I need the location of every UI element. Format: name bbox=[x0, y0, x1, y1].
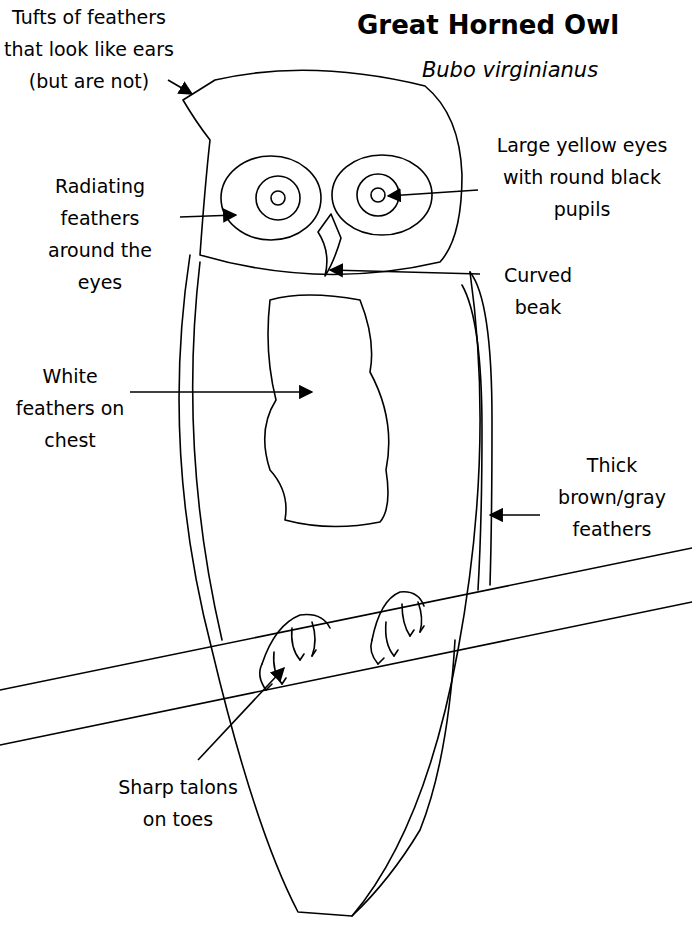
lower-body-line bbox=[352, 640, 455, 916]
leader-arrow bbox=[198, 668, 284, 760]
talons bbox=[372, 592, 424, 640]
leader-arrow bbox=[490, 514, 540, 516]
leader-arrow bbox=[130, 391, 312, 393]
beak bbox=[318, 214, 341, 276]
leader-arrow bbox=[180, 215, 236, 217]
leader-arrow bbox=[388, 190, 478, 196]
callout-label: Thick brown/gray feathers bbox=[547, 449, 677, 545]
leader-arrow bbox=[330, 270, 480, 274]
left-eye-disc bbox=[221, 156, 321, 240]
owl-body bbox=[179, 255, 480, 916]
callout-label: Curved beak bbox=[488, 259, 588, 323]
pupil bbox=[271, 191, 285, 205]
species-name: Bubo virginianus bbox=[422, 54, 598, 86]
talons bbox=[262, 615, 330, 664]
white-chest bbox=[265, 295, 389, 527]
right-wing-inner bbox=[462, 285, 482, 590]
branch bbox=[0, 548, 692, 690]
callout-label: Radiating feathers around the eyes bbox=[25, 170, 175, 298]
callout-label: White feathers on chest bbox=[14, 360, 126, 456]
callout-label: Large yellow eyes with round black pupil… bbox=[490, 129, 675, 225]
pupil bbox=[371, 188, 385, 202]
callout-label: Sharp talons on toes bbox=[116, 771, 241, 835]
leader-arrow bbox=[168, 80, 192, 94]
owl-head bbox=[183, 70, 462, 274]
branch bbox=[0, 602, 692, 745]
right-eye-disc bbox=[332, 155, 432, 235]
callout-label: Tufts of feathers that look like ears (b… bbox=[3, 1, 175, 97]
left-wing bbox=[193, 262, 222, 640]
title: Great Horned Owl bbox=[357, 9, 619, 41]
